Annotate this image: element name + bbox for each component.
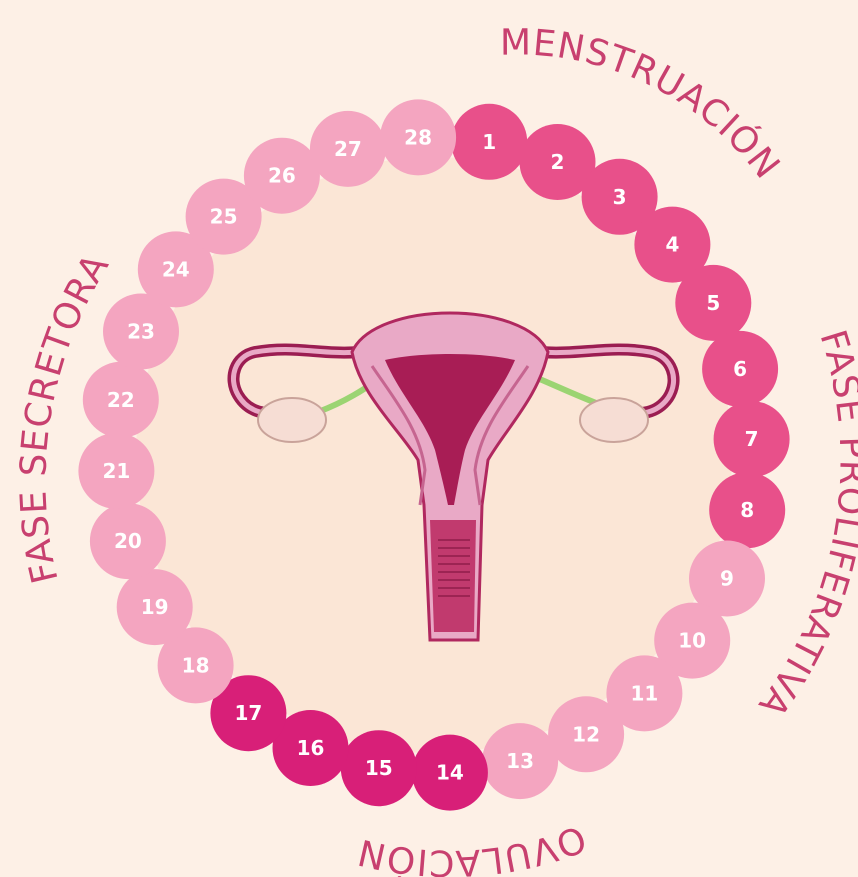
day-number: 18 <box>182 653 210 677</box>
day-number: 11 <box>630 681 658 705</box>
day-15: 15 <box>341 730 417 806</box>
day-5: 5 <box>675 265 751 341</box>
day-number: 3 <box>613 185 627 209</box>
day-number: 4 <box>665 233 679 257</box>
day-22: 22 <box>83 362 159 438</box>
day-number: 8 <box>740 498 754 522</box>
day-27: 27 <box>310 111 386 187</box>
day-number: 9 <box>720 567 734 591</box>
day-number: 27 <box>334 137 362 161</box>
cervix <box>430 520 476 632</box>
day-6: 6 <box>702 331 778 407</box>
day-number: 25 <box>210 205 238 229</box>
day-number: 13 <box>506 749 534 773</box>
day-number: 1 <box>482 130 496 154</box>
day-number: 15 <box>365 756 393 780</box>
day-number: 17 <box>234 701 262 725</box>
right-ovary <box>580 398 648 442</box>
day-number: 6 <box>733 357 747 381</box>
day-number: 16 <box>297 736 325 760</box>
day-number: 5 <box>706 291 720 315</box>
day-28: 28 <box>380 99 456 175</box>
day-number: 24 <box>162 257 190 281</box>
day-20: 20 <box>90 503 166 579</box>
day-number: 2 <box>551 150 565 174</box>
day-26: 26 <box>244 138 320 214</box>
day-number: 26 <box>268 164 296 188</box>
day-12: 12 <box>548 696 624 772</box>
day-8: 8 <box>709 472 785 548</box>
day-number: 28 <box>404 125 432 149</box>
day-13: 13 <box>482 723 558 799</box>
day-number: 23 <box>127 320 155 344</box>
day-1: 1 <box>451 104 527 180</box>
day-19: 19 <box>117 569 193 645</box>
day-number: 10 <box>678 629 706 653</box>
day-number: 7 <box>745 427 759 451</box>
day-number: 12 <box>572 722 600 746</box>
day-number: 19 <box>141 595 169 619</box>
day-number: 14 <box>436 761 464 785</box>
day-number: 22 <box>107 388 135 412</box>
day-21: 21 <box>78 433 154 509</box>
left-ovary <box>258 398 326 442</box>
label-ovulation: OVULACIÓN <box>353 817 591 877</box>
day-number: 21 <box>102 459 130 483</box>
day-7: 7 <box>714 401 790 477</box>
day-14: 14 <box>412 735 488 811</box>
day-number: 20 <box>114 529 142 553</box>
